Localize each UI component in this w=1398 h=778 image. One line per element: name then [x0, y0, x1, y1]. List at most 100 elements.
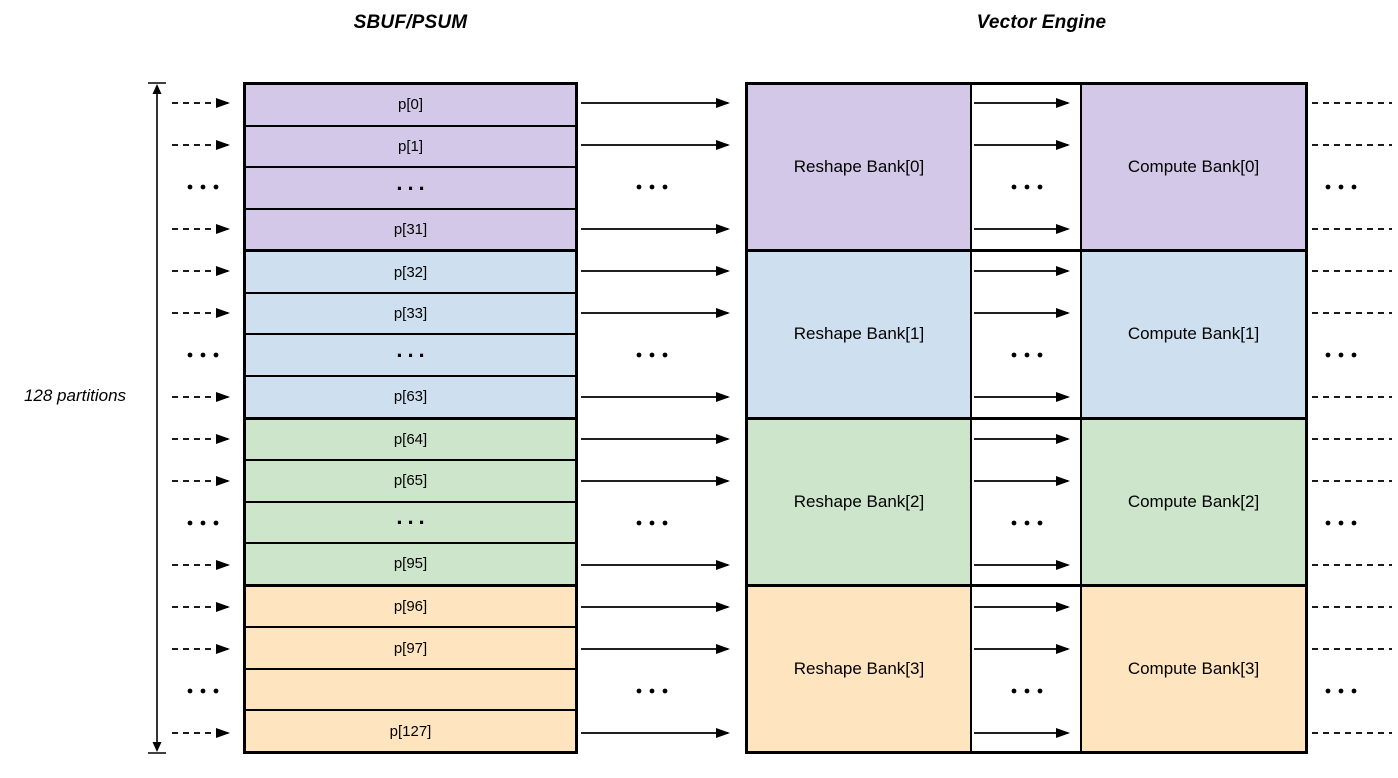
- sbuf-row: p[0]: [246, 85, 575, 125]
- dimension-up-arrowhead: [152, 84, 162, 94]
- ellipsis-dots-sbuf-gap: [649, 352, 655, 358]
- sbuf-row-label: p[95]: [393, 555, 428, 573]
- sbuf-row: p[65]: [246, 459, 575, 501]
- sbuf-row-label: ...: [396, 504, 430, 530]
- ellipsis-dots-left: [213, 520, 219, 526]
- sbuf-row: p[31]: [246, 207, 575, 250]
- vector-engine-box: Reshape Bank[0]Compute Bank[0]Reshape Ba…: [745, 82, 1308, 754]
- ellipsis-dots-sbuf-gap: [649, 688, 655, 694]
- ellipsis-dots-left: [200, 352, 206, 358]
- ellipsis-dots-right: [1338, 520, 1344, 526]
- ellipsis-dots-sbuf-gap: [662, 688, 668, 694]
- ellipsis-dots-sbuf-gap: [636, 520, 642, 526]
- sbuf-row: [246, 667, 575, 710]
- sbuf-row: p[32]: [246, 252, 575, 292]
- ellipsis-dots-left: [200, 688, 206, 694]
- sbuf-row: p[64]: [246, 420, 575, 460]
- ellipsis-dots-sbuf-gap: [662, 184, 668, 190]
- sbuf-row: p[95]: [246, 542, 575, 584]
- sbuf-row: p[97]: [246, 626, 575, 668]
- sbuf-row-label: p[0]: [397, 96, 424, 114]
- ellipsis-dots-right: [1351, 184, 1357, 190]
- compute-bank-label: Compute Bank[3]: [1127, 658, 1260, 678]
- sbuf-row-label: p[97]: [393, 639, 428, 657]
- sbuf-row-label: p[32]: [393, 263, 428, 281]
- sbuf-row: p[127]: [246, 709, 575, 751]
- ellipsis-dots-left: [200, 520, 206, 526]
- ellipsis-dots-sbuf-gap: [636, 184, 642, 190]
- ellipsis-dots-right: [1338, 688, 1344, 694]
- ellipsis-dots-right: [1325, 184, 1331, 190]
- sbuf-row: ...: [246, 333, 575, 375]
- ellipsis-dots-right: [1351, 352, 1357, 358]
- dimension-down-arrowhead: [152, 742, 162, 752]
- ellipsis-dots-left: [187, 352, 193, 358]
- ellipsis-dots-left: [187, 184, 193, 190]
- partitions-count-label: 128 partitions: [23, 386, 127, 405]
- ellipsis-dots-sbuf-gap: [662, 352, 668, 358]
- sbuf-row-label: p[1]: [397, 137, 424, 155]
- ellipsis-dots-sbuf-gap: [649, 520, 655, 526]
- sbuf-group-2: p[64] p[65]... p[95]: [246, 416, 575, 584]
- reshape-bank: Reshape Bank[0]: [748, 85, 972, 250]
- reshape-bank: Reshape Bank[2]: [748, 419, 972, 584]
- compute-bank-label: Compute Bank[1]: [1127, 324, 1260, 344]
- ellipsis-dots-right: [1351, 688, 1357, 694]
- ellipsis-dots-right: [1325, 520, 1331, 526]
- ellipsis-dots-left: [200, 184, 206, 190]
- ellipsis-dots-sbuf-gap: [662, 520, 668, 526]
- reshape-compute-gap: [972, 419, 1080, 584]
- sbuf-row-label: p[64]: [393, 430, 428, 448]
- reshape-bank: Reshape Bank[1]: [748, 252, 972, 417]
- sbuf-row-label: p[127]: [389, 722, 432, 740]
- ellipsis-dots-sbuf-gap: [636, 352, 642, 358]
- vector-engine-bank-1: Reshape Bank[1] Compute Bank[1]: [748, 249, 1305, 417]
- sbuf-row: ...: [246, 166, 575, 208]
- ellipsis-dots-right: [1325, 688, 1331, 694]
- ellipsis-dots-left: [213, 352, 219, 358]
- sbuf-group-1: p[32] p[33]... p[63]: [246, 249, 575, 417]
- sbuf-group-3: p[96] p[97] p[127]: [246, 583, 575, 751]
- ellipsis-dots-left: [213, 688, 219, 694]
- sbuf-row-label: p[31]: [393, 220, 428, 238]
- ellipsis-dots-sbuf-gap: [649, 184, 655, 190]
- sbuf-row-label: p[65]: [393, 472, 428, 490]
- reshape-bank-label: Reshape Bank[1]: [793, 324, 925, 344]
- vector-engine-bank-3: Reshape Bank[3] Compute Bank[3]: [748, 583, 1305, 751]
- sbuf-group-0: p[0] p[1]... p[31]: [246, 85, 575, 250]
- compute-bank-label: Compute Bank[0]: [1127, 157, 1260, 177]
- sbuf-row: p[1]: [246, 124, 575, 167]
- reshape-bank: Reshape Bank[3]: [748, 586, 972, 751]
- compute-bank: Compute Bank[1]: [1080, 252, 1305, 417]
- vector-engine-title: Vector Engine: [976, 12, 1107, 33]
- compute-bank: Compute Bank[3]: [1080, 586, 1305, 751]
- ellipsis-dots-right: [1351, 520, 1357, 526]
- sbuf-row-label: ...: [396, 169, 430, 195]
- reshape-bank-label: Reshape Bank[2]: [793, 491, 925, 511]
- reshape-bank-label: Reshape Bank[3]: [793, 658, 925, 678]
- ellipsis-dots-left: [187, 688, 193, 694]
- ellipsis-dots-sbuf-gap: [636, 688, 642, 694]
- vector-engine-bank-2: Reshape Bank[2] Compute Bank[2]: [748, 416, 1305, 584]
- reshape-compute-gap: [972, 586, 1080, 751]
- sbuf-row: ...: [246, 500, 575, 543]
- vector-engine-bank-0: Reshape Bank[0] Compute Bank[0]: [748, 85, 1305, 250]
- sbuf-row: p[96]: [246, 587, 575, 627]
- compute-bank: Compute Bank[2]: [1080, 419, 1305, 584]
- sbuf-row-label: ...: [396, 337, 430, 363]
- compute-bank-label: Compute Bank[2]: [1127, 491, 1260, 511]
- ellipsis-dots-left: [213, 184, 219, 190]
- sbuf-row: p[63]: [246, 374, 575, 417]
- sbuf-psum-box: p[0]p[1]...p[31]p[32]p[33]...p[63]p[64]p…: [243, 82, 578, 754]
- sbuf-row: p[33]: [246, 291, 575, 334]
- compute-bank: Compute Bank[0]: [1080, 85, 1305, 250]
- sbuf-row-label: p[96]: [393, 598, 428, 616]
- ellipsis-dots-right: [1338, 184, 1344, 190]
- sbuf-row-label: p[33]: [393, 305, 428, 323]
- reshape-bank-label: Reshape Bank[0]: [793, 157, 925, 177]
- ellipsis-dots-right: [1338, 352, 1344, 358]
- reshape-compute-gap: [972, 252, 1080, 417]
- sbuf-psum-title: SBUF/PSUM: [353, 12, 468, 33]
- reshape-compute-gap: [972, 85, 1080, 250]
